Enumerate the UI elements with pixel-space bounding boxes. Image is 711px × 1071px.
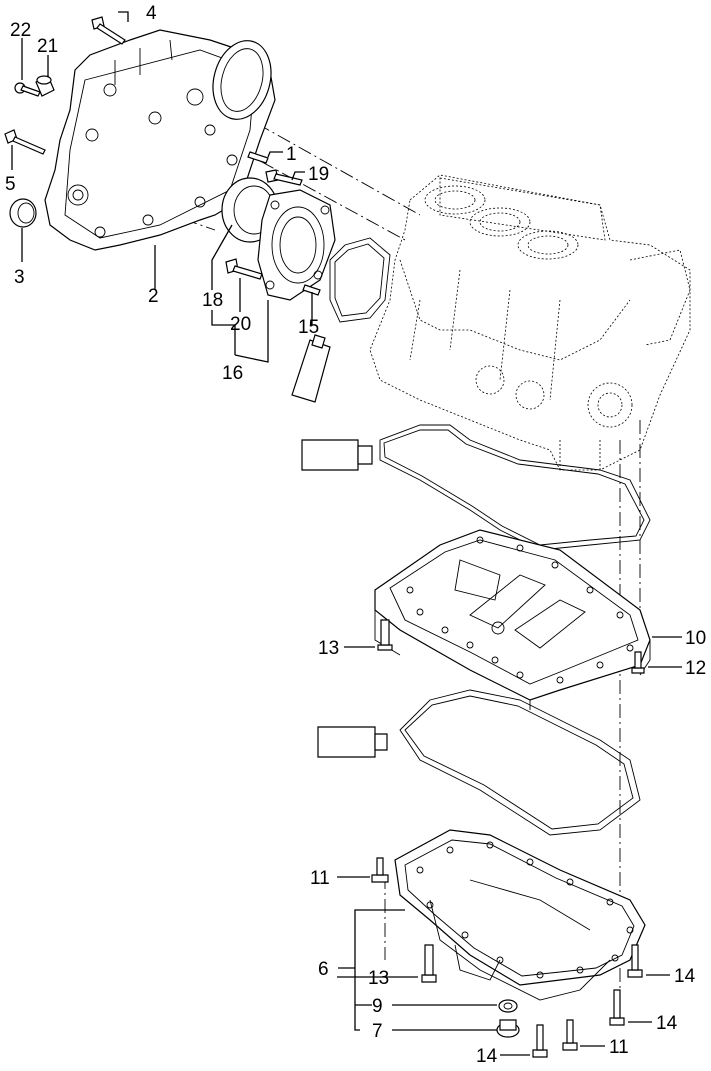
- bolt-14-right: [627, 944, 643, 978]
- callout-5: 5: [5, 174, 16, 195]
- engine-block: [369, 174, 691, 471]
- pin-1: [247, 151, 269, 164]
- pin-15: [302, 284, 321, 296]
- callouts: 4 22 21 5 3 2 1 19 18 20 15 16 13 10 12 …: [5, 3, 706, 1067]
- sensor-21: [35, 75, 55, 97]
- callout-11-bottom: 11: [609, 1037, 629, 1058]
- sealant-tube-upper: [291, 334, 331, 403]
- callout-14-right: 14: [674, 966, 696, 987]
- bolt-14-right-lower: [609, 989, 625, 1026]
- bolt-13-lower: [421, 944, 437, 983]
- sealant-tube-middle: [301, 439, 373, 471]
- callout-10: 10: [685, 628, 706, 649]
- bolt-22: [14, 82, 41, 97]
- callout-21: 21: [37, 36, 58, 57]
- callout-12: 12: [685, 658, 706, 679]
- bolt-4: [91, 16, 126, 45]
- liquid-gasket-lower: [399, 689, 641, 836]
- callout-14-bottom: 14: [476, 1046, 498, 1067]
- callout-9: 9: [372, 996, 383, 1017]
- bolt-13-upper: [377, 619, 393, 651]
- callout-16: 16: [222, 363, 243, 384]
- bolt-20: [225, 258, 263, 280]
- gasket-15: [329, 237, 391, 323]
- liquid-gasket-upper: [379, 424, 651, 551]
- bolt-19: [265, 169, 303, 186]
- oil-pan-6: [394, 829, 646, 1001]
- callout-18: 18: [202, 290, 223, 311]
- callout-11-upper: 11: [310, 868, 330, 889]
- callout-6: 6: [318, 959, 329, 980]
- bolt-12: [631, 651, 645, 674]
- flywheel-housing: [44, 29, 276, 251]
- leader-lines: [11, 11, 682, 1056]
- cover-plug-3: [9, 198, 37, 228]
- washer-9: [498, 999, 518, 1013]
- callout-22: 22: [10, 20, 31, 41]
- callout-19: 19: [308, 164, 329, 185]
- callout-13-upper: 13: [318, 638, 339, 659]
- callout-4: 4: [146, 3, 157, 24]
- bolt-5: [4, 129, 46, 155]
- seal-retainer: [257, 189, 336, 301]
- bolt-11-bottom: [562, 1019, 578, 1051]
- callout-15: 15: [298, 317, 319, 338]
- upper-oil-pan-10: [374, 529, 651, 710]
- callout-20: 20: [230, 314, 251, 335]
- callout-14-right-lower: 14: [656, 1013, 678, 1034]
- callout-1: 1: [286, 144, 297, 165]
- callout-3: 3: [14, 267, 25, 288]
- bolt-11-upper: [371, 857, 389, 883]
- callout-2: 2: [148, 286, 159, 307]
- callout-13-lower: 13: [368, 968, 389, 989]
- sealant-tube-lower: [317, 726, 388, 758]
- bolt-14-bottom: [532, 1024, 548, 1058]
- callout-7: 7: [372, 1021, 383, 1042]
- drain-plug-7: [496, 1019, 520, 1038]
